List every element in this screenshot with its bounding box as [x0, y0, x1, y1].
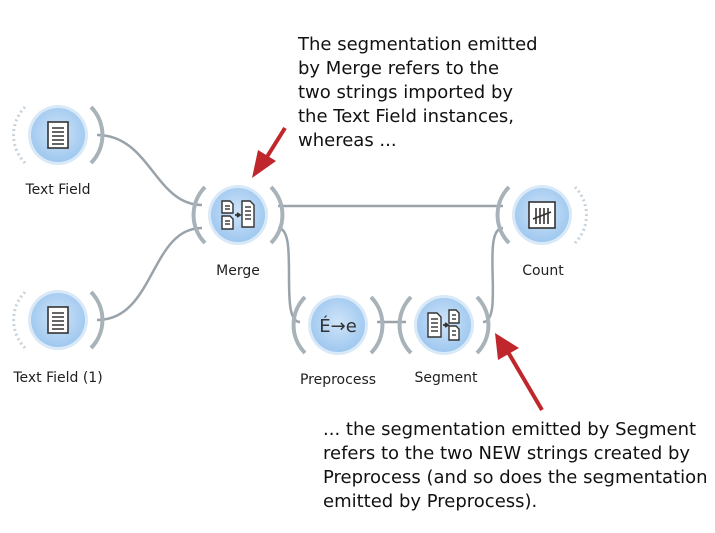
annotation-line: whereas ... — [298, 130, 397, 151]
output-bracket[interactable] — [89, 105, 105, 165]
widget-label-count: Count — [522, 263, 564, 279]
annotation-line: by Merge refers to the — [298, 58, 500, 79]
widget-text-field-1[interactable] — [12, 290, 105, 350]
document-lines-icon — [47, 306, 69, 334]
annotation-text-bottom: ... the segmentation emitted by Segment … — [323, 418, 708, 514]
document-lines-icon — [47, 121, 69, 149]
output-bracket[interactable] — [475, 295, 491, 355]
link-textfield-to-merge[interactable] — [96, 133, 203, 207]
annotation-line: the Text Field instances, — [298, 106, 515, 127]
annotation-text-top: The segmentation emitted by Merge refers… — [298, 33, 538, 153]
widget-label-preprocess: Preprocess — [299, 372, 377, 388]
output-bracket[interactable] — [269, 185, 285, 245]
annotation-line: Preprocess (and so does the segmentation — [323, 467, 708, 488]
input-bracket[interactable] — [291, 295, 307, 355]
input-bracket[interactable] — [495, 185, 511, 245]
input-bracket[interactable] — [191, 185, 207, 245]
widget-text-field[interactable] — [12, 105, 105, 165]
input-bracket — [12, 290, 27, 350]
annotation-line: ... the segmentation emitted by Segment — [323, 419, 697, 440]
widget-merge[interactable] — [191, 185, 285, 245]
input-bracket[interactable] — [397, 295, 413, 355]
widget-label-merge: Merge — [216, 263, 260, 279]
workflow-links — [96, 133, 504, 324]
output-bracket[interactable] — [89, 290, 105, 350]
widget-label-text-field: Text Field — [25, 182, 91, 198]
output-bracket[interactable] — [369, 295, 385, 355]
widget-segment[interactable] — [397, 295, 491, 355]
annotation-line: The segmentation emitted — [298, 34, 538, 55]
annotation-line: refers to the two NEW strings created by — [323, 443, 691, 464]
merge-documents-icon — [221, 200, 255, 230]
tally-count-icon — [528, 201, 556, 229]
annotation-arrow-bottom — [495, 333, 544, 412]
link-textfield1-to-merge[interactable] — [96, 226, 203, 322]
output-bracket — [573, 185, 588, 245]
accent-to-plain-icon: É→e — [319, 315, 357, 337]
annotation-line: two strings imported by — [298, 82, 514, 103]
input-bracket — [12, 105, 27, 165]
widget-preprocess[interactable]: É→e — [291, 295, 385, 355]
segment-documents-icon — [427, 309, 460, 341]
widget-label-segment: Segment — [414, 370, 478, 386]
annotation-line: emitted by Preprocess). — [323, 491, 538, 512]
widget-label-text-field-1: Text Field (1) — [13, 370, 103, 386]
widget-count[interactable] — [495, 185, 588, 245]
annotation-arrow-top — [252, 126, 287, 178]
